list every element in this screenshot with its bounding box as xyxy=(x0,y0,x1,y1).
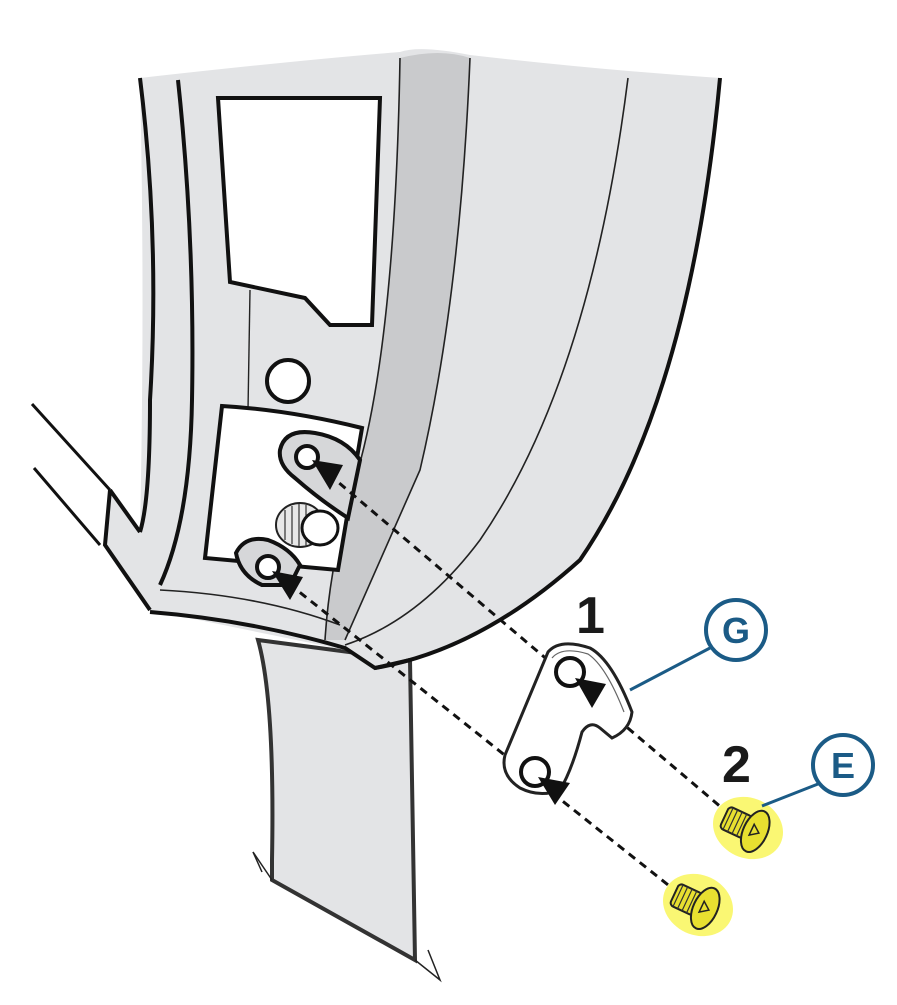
callout-e-label: E xyxy=(831,745,855,786)
callout-g: G xyxy=(629,598,768,692)
round-hole xyxy=(265,358,311,404)
upper-mount-hole xyxy=(294,444,320,470)
bolt-lower xyxy=(662,873,734,937)
arrowheads-housing xyxy=(272,460,343,600)
callout-e: E xyxy=(761,733,875,808)
step-number-1: 1 xyxy=(576,587,605,645)
assembly-guide-lines xyxy=(277,463,723,890)
left-rails xyxy=(30,402,112,546)
bracket-part xyxy=(502,642,634,805)
lower-post xyxy=(252,637,442,983)
housing-panel xyxy=(102,49,722,671)
step-number-2: 2 xyxy=(722,736,751,794)
callout-g-label: G xyxy=(722,610,750,651)
lower-opening xyxy=(202,403,365,587)
upper-window xyxy=(215,96,383,327)
bolt-upper xyxy=(712,796,784,860)
